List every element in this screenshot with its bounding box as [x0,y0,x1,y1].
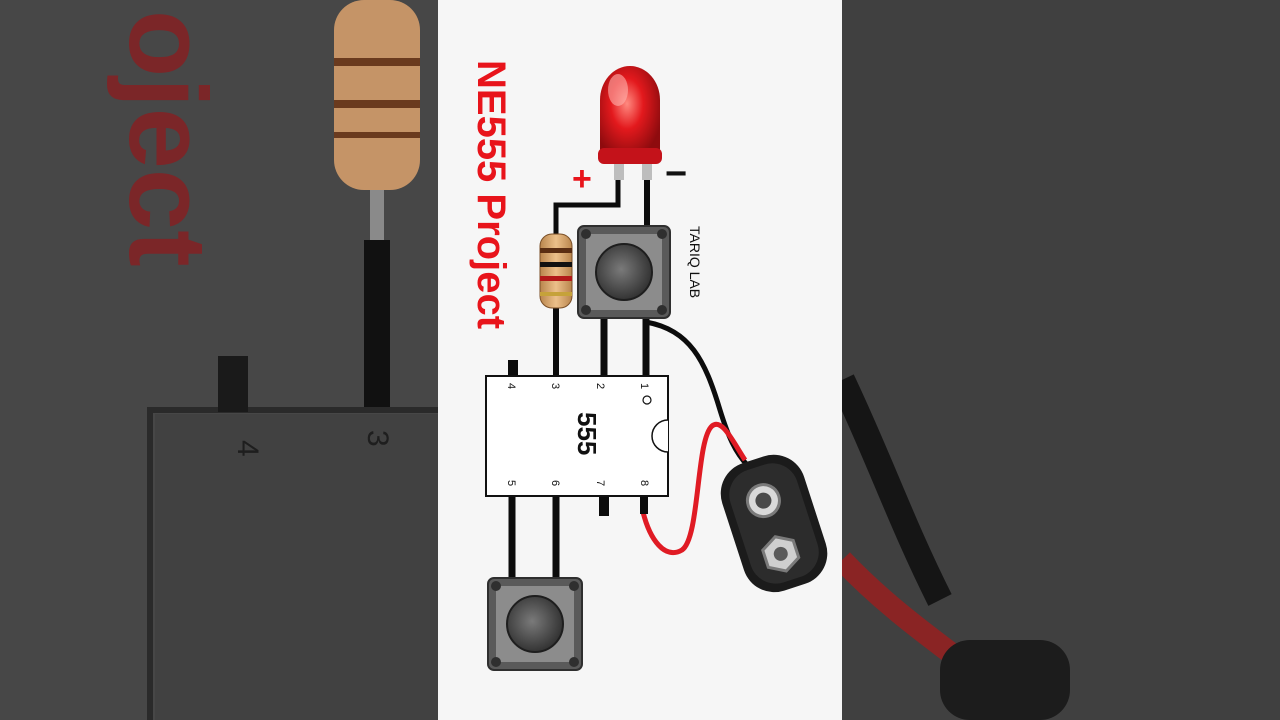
pin-label: 2 [594,383,606,389]
battery-snap [720,454,828,593]
bottom-push-button [487,577,583,671]
blurred-resistor [334,0,420,190]
led-minus-label: − [665,153,687,195]
background-pin-label: 3 [361,430,394,447]
pin-label: 8 [638,480,650,486]
right-background [830,0,1280,720]
pin-label: 7 [594,480,606,486]
resistor [539,233,573,309]
led-plus-label: + [572,160,592,198]
left-background: 4 3 oject [0,0,438,720]
wires [508,172,750,582]
pin-label: 4 [505,383,517,389]
pin-label: 1 [638,383,650,389]
top-push-button [577,225,671,319]
pin-label: 6 [549,480,561,486]
chip-label: 555 [572,412,602,455]
pin-label: 5 [505,480,517,486]
project-title: NE555 Project [469,60,513,329]
background-pin-label: 4 [231,440,264,457]
background-title: oject [106,10,229,267]
watermark: TARIQ LAB [687,226,703,298]
blurred-battery-clip [940,640,1070,720]
led [598,66,662,180]
ne555-chip: 555 4 3 2 1 5 6 7 8 [485,375,669,497]
pin-label: 3 [549,383,561,389]
